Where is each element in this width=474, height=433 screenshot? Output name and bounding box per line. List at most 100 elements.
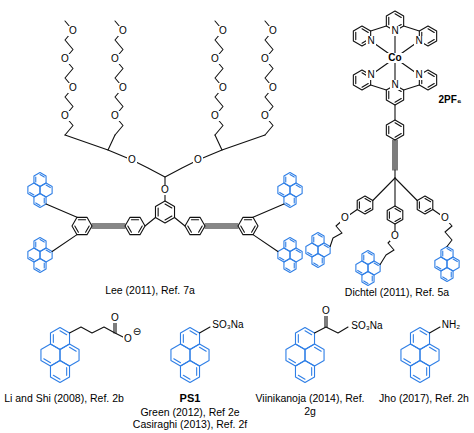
double-bond: [252, 226, 256, 232]
double-bond: [280, 192, 284, 194]
atom-label: O: [193, 155, 203, 165]
pyrene-ring: [34, 173, 46, 187]
atom-label: O: [210, 54, 220, 64]
aryl-bond: [175, 218, 186, 227]
structures: [28, 11, 459, 383]
pyrene-ring: [180, 361, 199, 383]
double-bond: [30, 192, 34, 194]
atom-label: N: [390, 80, 399, 90]
double-bond: [372, 276, 373, 281]
atom-label: O: [118, 83, 128, 93]
pyrene-ring: [34, 259, 46, 273]
benzene-ring: [386, 120, 403, 140]
double-bond: [359, 202, 360, 208]
double-bond: [428, 73, 434, 77]
double-bond: [388, 91, 389, 98]
atom-label: O: [268, 26, 278, 36]
double-bond: [188, 226, 192, 232]
aryl-bond: [253, 235, 278, 252]
double-bond: [280, 257, 284, 259]
double-bond: [158, 208, 159, 216]
atom-label: O: [218, 26, 228, 36]
bond: [394, 170, 395, 178]
double-bond: [404, 359, 411, 363]
pyrene-ring: [312, 254, 324, 268]
double-bond: [131, 219, 138, 220]
reference-caption: Green (2012), Ref 2e: [124, 406, 256, 419]
double-bond: [324, 245, 328, 247]
double-bond: [53, 375, 60, 379]
double-bond: [313, 237, 314, 242]
alkyne: [92, 225, 125, 226]
double-bond: [44, 359, 51, 363]
double-bond: [139, 226, 143, 232]
atom-label: O: [110, 111, 120, 121]
atom-label: NH₂: [441, 320, 461, 330]
bond: [395, 178, 417, 201]
reference-caption: Li and Shi (2008), Ref. 2b: [2, 392, 126, 405]
double-bond: [285, 242, 286, 247]
atom-label: O: [118, 26, 128, 36]
reference-caption: Lee (2011), Ref. 7a: [65, 284, 235, 297]
double-bond: [296, 185, 300, 187]
butyl-chain: [330, 210, 357, 247]
pyrene-ring: [50, 361, 69, 383]
double-bond: [190, 331, 197, 335]
atom-label: N: [414, 36, 423, 46]
double-bond: [437, 266, 441, 268]
bond: [430, 327, 441, 333]
alkyne: [92, 223, 125, 224]
aryl-bond: [52, 235, 77, 252]
double-bond: [35, 242, 36, 247]
atom-label: O: [60, 111, 70, 121]
double-bond: [183, 335, 184, 343]
atom-label: N: [366, 36, 375, 46]
pyrene-ring: [295, 361, 314, 383]
alkyne: [396, 140, 397, 170]
double-bond: [200, 347, 207, 351]
double-bond: [286, 203, 290, 205]
atom-label: O: [260, 111, 270, 121]
atom-label: N: [414, 70, 423, 80]
double-bond: [364, 281, 368, 283]
double-bond: [425, 208, 431, 211]
pyrene-ring: [295, 328, 314, 350]
double-bond: [36, 203, 40, 205]
double-bond: [46, 185, 50, 187]
aryl-bond: [394, 105, 395, 120]
branch-bond: [215, 135, 265, 150]
double-bond: [289, 359, 296, 363]
atom-label: Co: [387, 53, 402, 63]
double-bond: [290, 175, 294, 177]
double-bond: [362, 84, 368, 88]
double-bond: [318, 235, 322, 237]
double-bond: [425, 199, 431, 202]
double-bond: [395, 14, 401, 18]
double-bond: [128, 226, 132, 232]
alkyne: [394, 140, 395, 170]
double-bond: [40, 240, 44, 242]
aryl-bond: [46, 204, 77, 217]
pyrene-ring: [34, 194, 46, 208]
bond: [200, 327, 211, 333]
double-bond: [413, 335, 414, 343]
double-bond: [453, 259, 457, 261]
double-bond: [311, 368, 312, 376]
aryl-bond: [145, 218, 156, 227]
atom-label: SO₃Na: [350, 321, 383, 331]
double-bond: [358, 270, 362, 272]
double-bond: [388, 17, 389, 24]
double-bond: [395, 123, 401, 127]
double-bond: [294, 198, 295, 203]
pyrene-ring: [441, 268, 453, 282]
aryl-bond: [253, 204, 284, 217]
double-bond: [78, 219, 85, 220]
double-bond: [368, 253, 372, 255]
atom-label: O: [68, 83, 78, 93]
double-bond: [286, 268, 290, 270]
benzene-ring: [185, 217, 205, 234]
pyrene-ring: [362, 272, 374, 286]
double-bond: [60, 331, 67, 335]
